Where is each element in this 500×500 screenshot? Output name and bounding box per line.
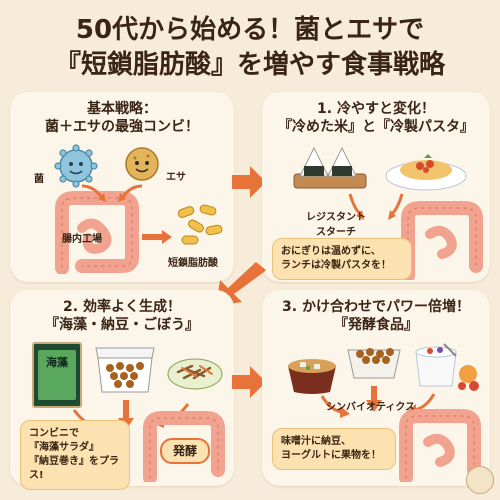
tip-note-convenience-line-2: 『海藻サラダ』 [29, 442, 99, 453]
natto-pack-icon [95, 347, 155, 393]
panel-cooled-starch: 1. 冷やすと変化！ 『冷めた米』と『冷製パスタ』 レジスタント スターチ おに… [262, 92, 490, 282]
intestine-icon [401, 201, 483, 280]
arrow-bacteria-in [81, 184, 106, 202]
panel-1-title-line-2: 菌＋エサの最強コンビ！ [45, 119, 199, 135]
panel-2-title-line-1: 1. 冷やすと変化！ [317, 101, 435, 117]
panel-4-title: 3. かけ合わせでパワー倍増！ 『発酵食品』 [262, 298, 490, 334]
tip-note-fermented-line-1: 味噌汁に納豆、 [281, 436, 351, 447]
panel-1-title-line-1: 基本戦略： [87, 101, 157, 117]
ferment-badge: 発酵 [160, 438, 210, 464]
arrow-food-in [118, 184, 143, 202]
panel-basic-strategy: 基本戦略： 菌＋エサの最強コンビ！ 菌 エサ 腸内工場 [10, 92, 234, 282]
label-resistant-starch-line-2: スターチ [316, 227, 356, 238]
arrow-to-scfa [142, 230, 172, 244]
seaweed-pack-icon: 海藻 [32, 342, 82, 408]
arrow-miso-down [320, 395, 350, 418]
arrow-onigiri-down [348, 193, 364, 220]
panel-2-title: 1. 冷やすと変化！ 『冷めた米』と『冷製パスタ』 [262, 100, 490, 136]
arrow-pasta-down [388, 193, 404, 220]
arrow-natto-bowl-down [366, 386, 382, 412]
title-line-2: 『短鎖脂肪酸』を増やす食事戦略 [54, 50, 445, 80]
label-resistant-starch: レジスタント スターチ [296, 208, 376, 238]
scfa-capsules-icon [177, 204, 223, 245]
panel-3-title-line-1: 2. 効率よく生成！ [63, 299, 181, 315]
natto-bowl-icon [347, 348, 401, 379]
onigiri-icon [293, 146, 367, 189]
miso-soup-icon [288, 359, 336, 394]
label-food: エサ [166, 172, 186, 183]
tip-note-fermented-line-2: ヨーグルトに果物を！ [281, 450, 381, 461]
label-resistant-starch-line-1: レジスタント [306, 212, 366, 223]
intestine-icon [143, 411, 225, 482]
label-synbiotics: シンバイオティクス [326, 402, 416, 413]
label-bacteria: 菌 [34, 174, 44, 185]
tip-note-convenience-line-1: コンビニで [29, 428, 79, 439]
corner-stamp-icon [466, 466, 494, 494]
cold-pasta-icon [385, 154, 467, 191]
panel-4-title-line-1: 3. かけ合わせでパワー倍増！ [282, 299, 470, 315]
panel-3-title: 2. 効率よく生成！ 『海藻・納豆・ごぼう』 [10, 298, 234, 334]
tip-note-fermented: 味噌汁に納豆、 ヨーグルトに果物を！ [272, 428, 396, 470]
label-scfa: 短鎖脂肪酸 [168, 258, 218, 269]
flow-arrow-right-top [232, 166, 266, 198]
intestine-icon [399, 409, 481, 482]
food-icon [125, 147, 159, 181]
ferment-label: 発酵 [172, 444, 197, 458]
panel-fermented-foods: 3. かけ合わせでパワー倍増！ 『発酵食品』 シンバイ [262, 290, 490, 486]
page-title: 50代から始める！菌とエサで 『短鎖脂肪酸』を増やす食事戦略 [0, 14, 500, 82]
tip-note-convenience-line-3: 『納豆巻き』をプラス! [29, 456, 119, 481]
intestine-icon [55, 191, 139, 274]
burdock-salad-icon [167, 358, 223, 390]
yogurt-fruit-icon [415, 343, 479, 391]
panel-4-title-line-2: 『発酵食品』 [334, 317, 418, 333]
tip-note-cooled: おにぎりは温めずに、 ランチは冷製パスタを！ [272, 238, 412, 280]
tip-note-convenience: コンビニで 『海藻サラダ』 『納豆巻き』をプラス! [20, 420, 130, 490]
tip-note-cooled-line-1: おにぎりは温めずに、 [281, 246, 381, 257]
seaweed-pack-label: 海藻 [46, 356, 68, 369]
panel-3-title-line-2: 『海藻・納豆・ごぼう』 [45, 317, 199, 333]
flow-arrow-right-bottom [232, 366, 266, 398]
bacteria-icon [54, 144, 98, 188]
tip-note-cooled-line-2: ランチは冷製パスタを！ [281, 260, 391, 271]
panel-seaweed-natto-burdock: 2. 効率よく生成！ 『海藻・納豆・ごぼう』 海藻 [10, 290, 234, 490]
label-gut-factory: 腸内工場 [62, 234, 102, 245]
panel-1-title: 基本戦略： 菌＋エサの最強コンビ！ [10, 100, 234, 136]
title-line-1: 50代から始める！菌とエサで [75, 15, 425, 45]
panel-2-title-line-2: 『冷めた米』と『冷製パスタ』 [278, 119, 474, 135]
